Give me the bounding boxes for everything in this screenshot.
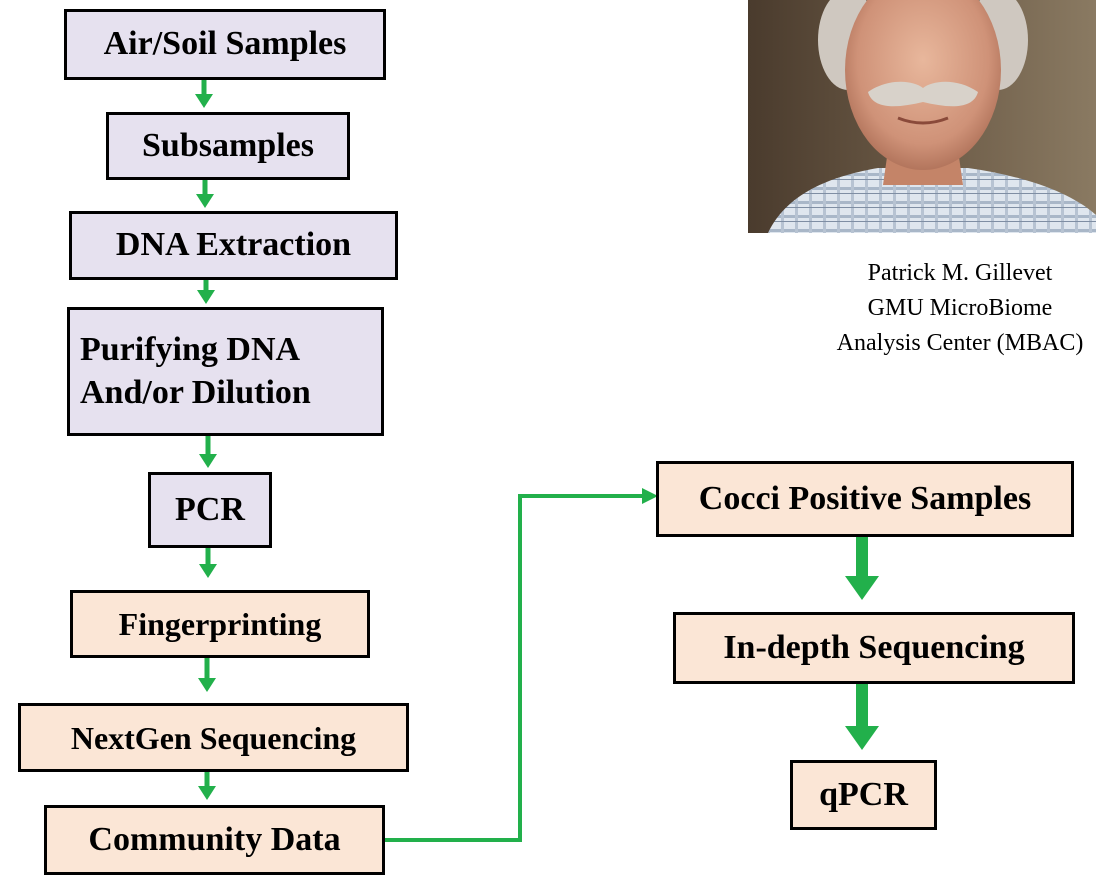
caption-line2: GMU MicroBiome (867, 294, 1053, 321)
caption-name: Patrick M. Gillevet (867, 260, 1053, 286)
purifying-line2: And/or Dilution (80, 373, 311, 411)
arrow-cocci-to-indepth (845, 537, 879, 600)
box-purifying-dna: Purifying DNA And/or Dilution (67, 307, 384, 436)
portrait-image (748, 0, 1096, 233)
dna-extraction-label: DNA Extraction (115, 226, 352, 264)
cocci-label: Cocci Positive Samples (698, 479, 1032, 517)
photo-caption: Patrick M. Gillevet GMU MicroBiome Analy… (760, 256, 1096, 360)
arrow-purify-to-pcr (199, 436, 217, 468)
arrow-indepth-to-qpcr (845, 684, 879, 750)
subsamples-label: Subsamples (142, 126, 314, 164)
arrow-nextgen-to-community (198, 772, 216, 800)
box-community-data: Community Data (44, 805, 385, 875)
portrait-photo (748, 0, 1096, 233)
arrow-subsamples-to-dna (196, 180, 214, 208)
caption-line3: Analysis Center (MBAC) (836, 329, 1084, 356)
box-subsamples: Subsamples (106, 112, 350, 180)
air-soil-label: Air/Soil Samples (103, 25, 347, 63)
indepth-label: In-depth Sequencing (723, 628, 1025, 666)
arrow-pcr-to-fingerprint (199, 548, 217, 578)
community-label: Community Data (88, 820, 341, 858)
arrow-dna-to-purify (197, 280, 215, 304)
arrow-air-to-subsamples (195, 80, 213, 108)
box-dna-extraction: DNA Extraction (69, 211, 398, 280)
fingerprinting-label: Fingerprinting (118, 606, 322, 642)
box-pcr: PCR (148, 472, 272, 548)
box-qpcr: qPCR (790, 760, 937, 830)
arrow-community-to-cocci (385, 488, 658, 842)
nextgen-label: NextGen Sequencing (70, 719, 357, 756)
box-fingerprinting: Fingerprinting (70, 590, 370, 658)
qpcr-label: qPCR (819, 775, 908, 813)
purifying-line1: Purifying DNA (80, 331, 301, 368)
pcr-label: PCR (175, 490, 245, 528)
arrow-fingerprint-to-nextgen (198, 658, 216, 692)
box-indepth-sequencing: In-depth Sequencing (673, 612, 1075, 684)
box-air-soil-samples: Air/Soil Samples (64, 9, 386, 80)
box-cocci-positive-samples: Cocci Positive Samples (656, 461, 1074, 537)
box-nextgen-sequencing: NextGen Sequencing (18, 703, 409, 772)
